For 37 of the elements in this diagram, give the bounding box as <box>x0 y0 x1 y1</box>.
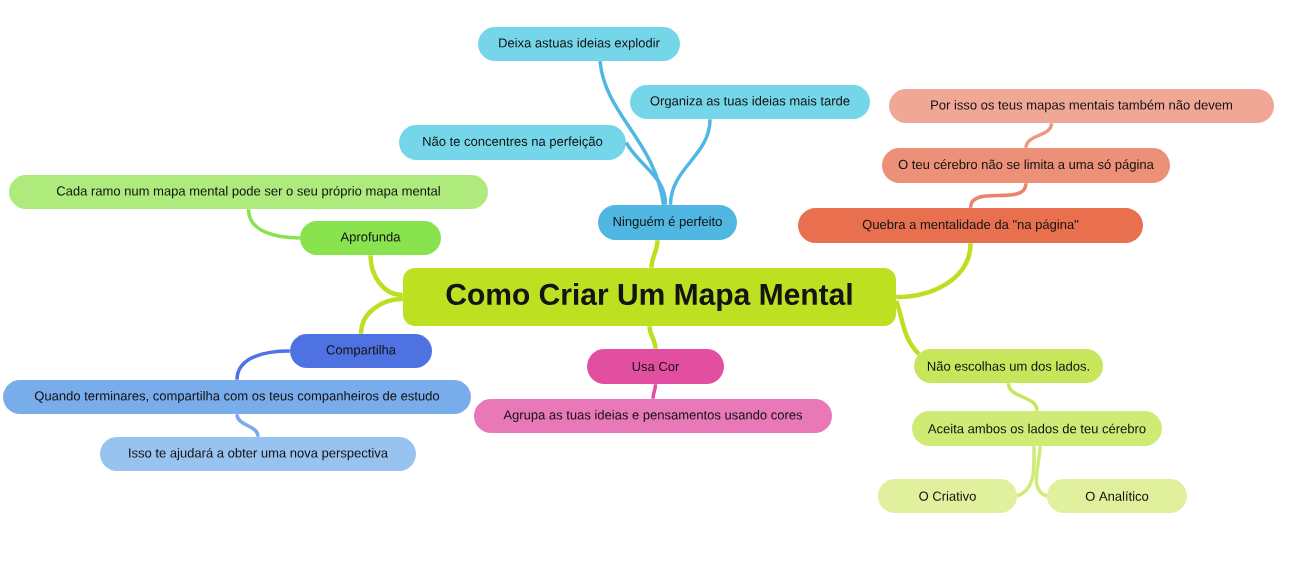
topic-box: Aprofunda <box>300 221 441 255</box>
topic-box: Organiza as tuas ideias mais tarde <box>630 85 870 119</box>
branch-line <box>894 300 921 356</box>
branch-line <box>896 243 973 300</box>
branch-line <box>668 119 712 205</box>
branch-line <box>246 209 300 240</box>
topic-box: Ninguém é perfeito <box>598 205 737 240</box>
central-topic-box: Como Criar Um Mapa Mental <box>403 268 896 326</box>
topic-box: Compartilha <box>290 334 432 368</box>
topic-box: Quando terminares, compartilha com os teus companheiros de estudo <box>3 380 471 414</box>
branch-line <box>235 349 290 380</box>
branch-line <box>649 240 660 268</box>
branch-line <box>624 141 668 205</box>
topic-box: Deixa astuas ideias explodir <box>478 27 680 61</box>
topic-box: O teu cérebro não se limita a uma só página <box>882 148 1170 183</box>
branch-line <box>647 326 658 349</box>
topic-box: Quebra a mentalidade da "na página" <box>798 208 1143 243</box>
branch-line <box>235 413 260 438</box>
topic-box: Cada ramo num mapa mental pode ser o seu próprio mapa mental <box>9 175 488 209</box>
branch-line <box>1034 446 1048 498</box>
topic-box: O Analítico <box>1047 479 1187 513</box>
topic-box: Agrupa as tuas ideias e pensamentos usando cores <box>474 399 832 433</box>
branch-line <box>968 182 1028 209</box>
topic-box: Aceita ambos os lados de teu cérebro <box>912 411 1162 446</box>
branch-line <box>358 296 403 334</box>
topic-box: Isso te ajudará a obter uma nova perspectiva <box>100 437 416 471</box>
branch-line <box>651 384 658 399</box>
topic-box: Não escolhas um dos lados. <box>914 349 1103 383</box>
topic-box: Não te concentres na perfeição <box>399 125 626 160</box>
topic-box: Por isso os teus mapas mentais também não devem <box>889 89 1274 123</box>
topic-box: Usa Cor <box>587 349 724 384</box>
branch-line <box>1024 122 1054 149</box>
branch-line <box>1016 446 1036 498</box>
branch-line <box>598 60 666 206</box>
topic-box: O Criativo <box>878 479 1017 513</box>
branch-line <box>368 255 403 298</box>
branch-line <box>1006 382 1039 412</box>
